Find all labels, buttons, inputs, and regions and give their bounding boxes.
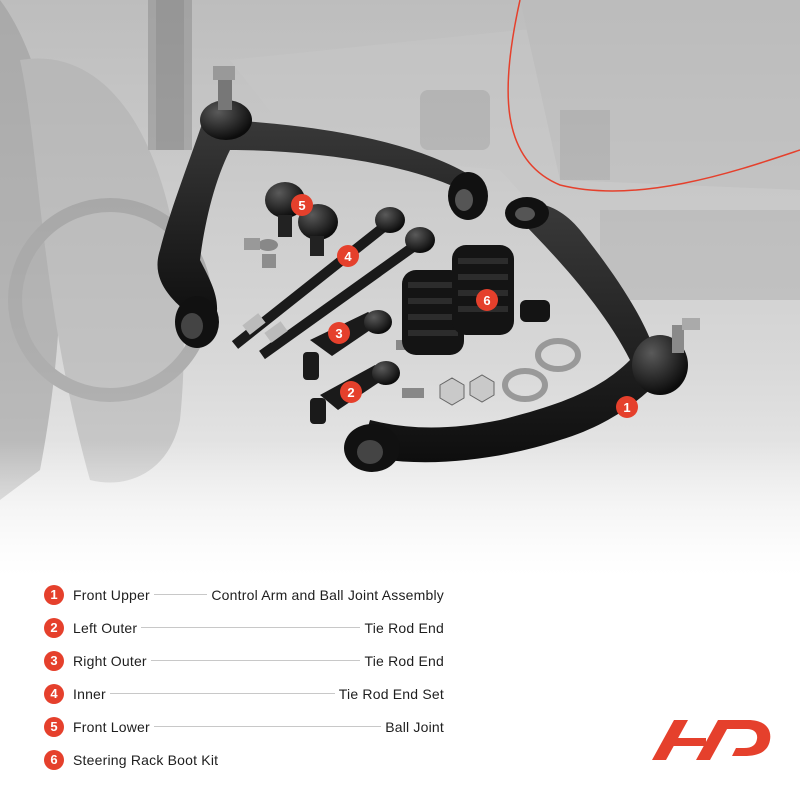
legend-number: 6 — [44, 749, 64, 770]
legend-label: Front Lower — [73, 718, 150, 735]
legend-number: 5 — [44, 716, 64, 737]
legend-label: Left Outer — [73, 619, 138, 636]
callout-6: 6 — [476, 289, 498, 311]
leader-line — [153, 594, 208, 595]
svg-text:5: 5 — [298, 198, 305, 213]
callout-3: 3 — [328, 322, 350, 344]
svg-text:6: 6 — [483, 293, 490, 308]
legend-value: Control Arm and Ball Joint Assembly — [211, 586, 444, 603]
leader-line — [141, 627, 361, 628]
legend-number: 3 — [44, 650, 64, 671]
leader-line — [150, 660, 361, 661]
upper-control-arm-right — [344, 197, 700, 472]
legend-number: 4 — [44, 683, 64, 704]
legend-item: 1 Front Upper Control Arm and Ball Joint… — [44, 578, 444, 611]
legend-item: 6 Steering Rack Boot Kit — [44, 743, 444, 776]
parts-legend: 1 Front Upper Control Arm and Ball Joint… — [44, 578, 444, 776]
leader-line — [109, 693, 335, 694]
svg-text:4: 4 — [344, 249, 352, 264]
legend-label: Steering Rack Boot Kit — [73, 751, 219, 768]
legend-label: Front Upper — [73, 586, 150, 603]
legend-value: Ball Joint — [385, 718, 444, 735]
svg-text:2: 2 — [347, 385, 354, 400]
legend-item: 4 Inner Tie Rod End Set — [44, 677, 444, 710]
svg-text:1: 1 — [623, 400, 630, 415]
legend-item: 3 Right Outer Tie Rod End — [44, 644, 444, 677]
legend-value: Tie Rod End Set — [338, 685, 444, 702]
legend-item: 5 Front Lower Ball Joint — [44, 710, 444, 743]
callout-5: 5 — [291, 194, 313, 216]
hardware-nuts-washers — [439, 338, 581, 406]
upper-control-arm-left — [157, 66, 488, 348]
legend-value: Tie Rod End — [364, 652, 444, 669]
svg-text:3: 3 — [335, 326, 342, 341]
legend-number: 1 — [44, 584, 64, 605]
a-premium-logo-icon — [652, 720, 771, 760]
legend-label: Right Outer — [73, 652, 147, 669]
callout-2: 2 — [340, 381, 362, 403]
inner-tie-rods — [231, 207, 435, 360]
callout-1: 1 — [616, 396, 638, 418]
leader-line — [153, 726, 382, 727]
legend-value: Tie Rod End — [364, 619, 444, 636]
callout-4: 4 — [337, 245, 359, 267]
legend-label: Inner — [73, 685, 106, 702]
legend-item: 2 Left Outer Tie Rod End — [44, 611, 444, 644]
legend-number: 2 — [44, 617, 64, 638]
